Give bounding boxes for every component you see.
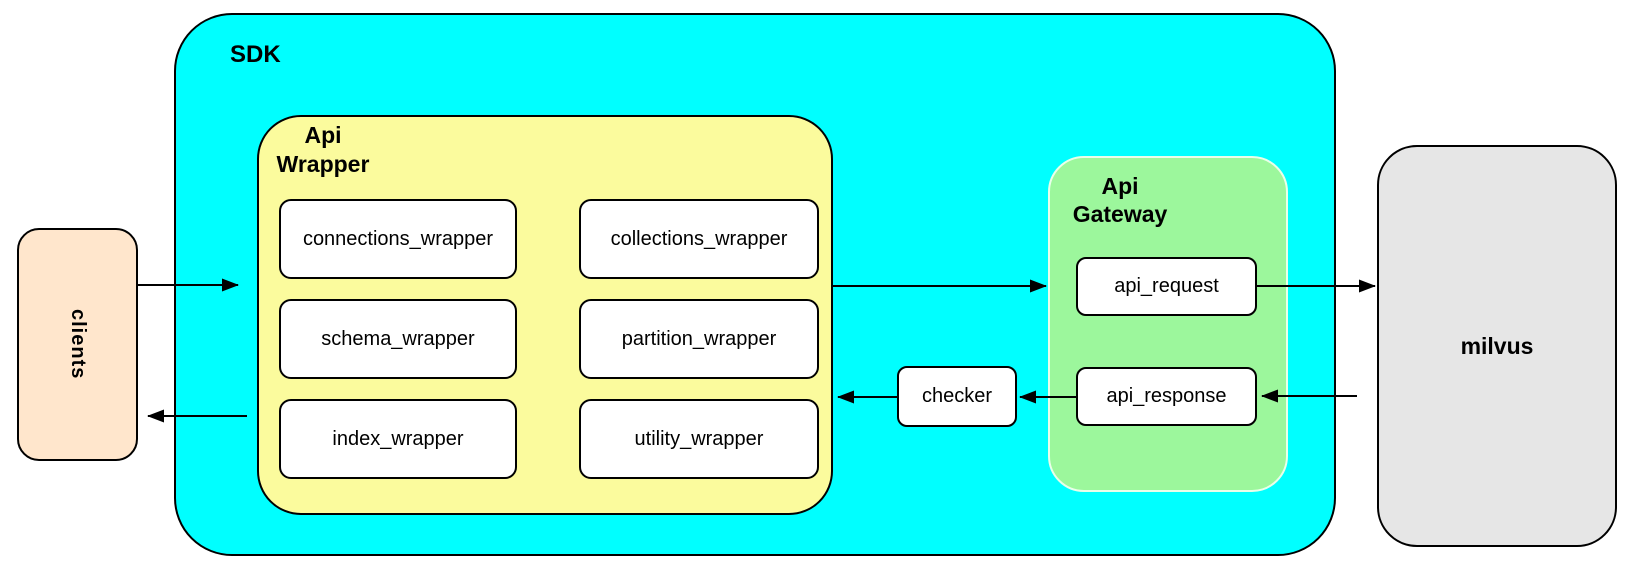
- api-gateway-container: Api Gateway: [1048, 156, 1288, 492]
- node-schema-wrapper: schema_wrapper: [279, 299, 517, 379]
- node-partition-wrapper: partition_wrapper: [579, 299, 819, 379]
- node-connections-wrapper: connections_wrapper: [279, 199, 517, 279]
- sdk-label: SDK: [230, 41, 281, 68]
- node-api-response: api_response: [1076, 367, 1257, 426]
- schema-wrapper-label: schema_wrapper: [321, 327, 475, 350]
- clients-label: clients: [67, 309, 89, 380]
- utility-wrapper-label: utility_wrapper: [634, 427, 764, 450]
- node-checker: checker: [897, 366, 1017, 427]
- api-gateway-label: Api Gateway: [1072, 173, 1168, 227]
- partition-wrapper-label: partition_wrapper: [621, 327, 777, 350]
- collections-wrapper-label: collections_wrapper: [610, 227, 788, 250]
- milvus-label: milvus: [1460, 332, 1534, 359]
- node-index-wrapper: index_wrapper: [279, 399, 517, 479]
- api-wrapper-container: Api Wrapper connections_wrapper collecti…: [257, 115, 833, 515]
- api-wrapper-label: Api Wrapper: [276, 122, 370, 177]
- node-collections-wrapper: collections_wrapper: [579, 199, 819, 279]
- node-utility-wrapper: utility_wrapper: [579, 399, 819, 479]
- node-milvus: milvus: [1377, 145, 1617, 547]
- checker-label: checker: [921, 385, 993, 407]
- connections-wrapper-label: connections_wrapper: [302, 227, 494, 250]
- node-api-request: api_request: [1076, 257, 1257, 316]
- node-clients: clients: [17, 228, 138, 461]
- api-response-label: api_response: [1106, 385, 1227, 407]
- api-request-label: api_request: [1114, 275, 1219, 297]
- index-wrapper-label: index_wrapper: [332, 427, 464, 450]
